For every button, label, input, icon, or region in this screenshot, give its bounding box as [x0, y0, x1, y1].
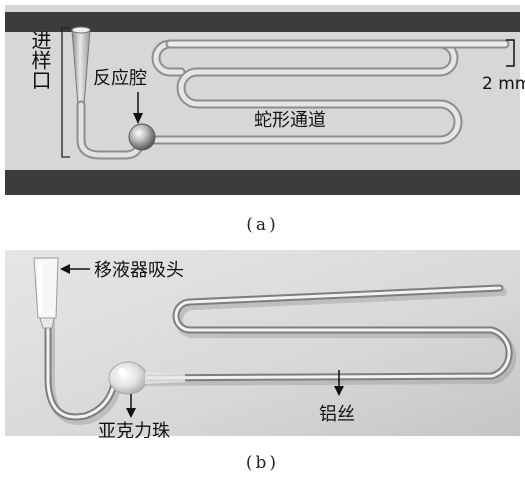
- chamber-arrow: [133, 92, 143, 124]
- wire-label: 铝丝: [319, 404, 355, 425]
- pipette-label: 移液器吸头: [94, 260, 184, 281]
- chip-top-strip: [5, 12, 520, 32]
- scale-label: 2 mm: [482, 74, 525, 94]
- bead-arrow: [126, 394, 136, 418]
- wire-arrow: [334, 370, 344, 396]
- photo-background: [5, 250, 520, 436]
- bead-label: 亚克力珠: [98, 421, 170, 438]
- serpentine-channel: [138, 39, 510, 145]
- inlet-bracket: [61, 27, 70, 158]
- pipette-arrow: [60, 264, 90, 274]
- caption-b: (b): [245, 453, 280, 473]
- acrylic-bead: [108, 361, 185, 395]
- inlet-label: 进样口: [28, 30, 52, 90]
- caption-a: (a): [246, 215, 279, 235]
- panel-a-diagram: 进样口 反应腔 蛇形通道 2 mm: [5, 5, 525, 195]
- chamber-label: 反应腔: [93, 68, 147, 89]
- channel-label: 蛇形通道: [254, 110, 326, 131]
- scale-bracket: [506, 39, 515, 67]
- chip-bottom-strip: [5, 170, 520, 195]
- pipette-tip: [33, 257, 59, 329]
- aluminum-wire: [44, 284, 513, 421]
- reaction-chamber-ball: [128, 123, 156, 151]
- panel-b-photo: 移液器吸头 亚克力珠 铝丝: [5, 250, 520, 438]
